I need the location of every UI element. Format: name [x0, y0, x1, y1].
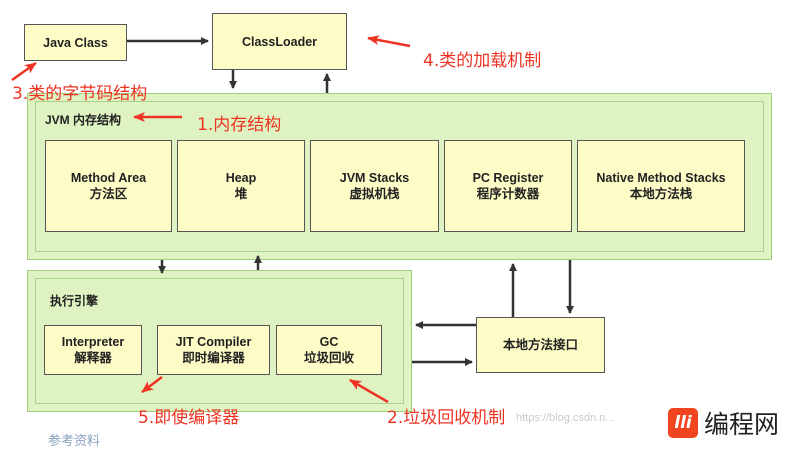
heap-box: Heap 堆	[177, 140, 305, 232]
annotation-jit: 5.即使编译器	[138, 408, 240, 428]
jvm-stacks-name: JVM Stacks	[339, 171, 410, 185]
reference-text: 参考资料	[48, 433, 101, 448]
red-arrow-class-loading	[367, 35, 411, 48]
interpreter-name: Interpreter	[61, 335, 125, 349]
red-arrow-class-bytecode	[11, 61, 37, 82]
execution-engine-title: 执行引擎	[50, 294, 99, 308]
classloader-label: ClassLoader	[241, 34, 318, 49]
native-method-stacks-box: Native Method Stacks 本地方法栈	[577, 140, 745, 232]
gc-name: GC	[319, 335, 339, 349]
java-class-label: Java Class	[43, 35, 108, 50]
red-arrow-jit	[141, 376, 163, 393]
method-area-sub: 方法区	[89, 187, 128, 201]
jvm-stacks-box: JVM Stacks 虚拟机栈	[310, 140, 439, 232]
pc-register-name: PC Register	[472, 171, 544, 185]
red-arrow-gc	[349, 378, 389, 404]
pc-register-sub: 程序计数器	[476, 187, 540, 201]
logo-badge-icon: lli	[668, 408, 698, 438]
heap-name: Heap	[225, 171, 257, 185]
execution-engine-inner	[35, 278, 404, 404]
method-area-box: Method Area 方法区	[45, 140, 172, 232]
java-class-box: Java Class	[24, 24, 127, 61]
watermark-url: https://blog.csdn.n...	[516, 412, 615, 424]
pc-register-box: PC Register 程序计数器	[444, 140, 572, 232]
interpreter-sub: 解释器	[74, 351, 112, 365]
site-logo: lli 编程网	[668, 405, 779, 441]
native-interface-box: 本地方法接口	[476, 317, 605, 373]
jit-compiler-box: JIT Compiler 即时编译器	[157, 325, 270, 375]
jvm-memory-inner	[35, 101, 764, 252]
annotation-class-bytecode: 3.类的字节码结构	[12, 84, 148, 104]
interpreter-box: Interpreter 解释器	[44, 325, 142, 375]
jit-compiler-name: JIT Compiler	[175, 335, 252, 349]
gc-box: GC 垃圾回收	[276, 325, 382, 375]
jit-compiler-sub: 即时编译器	[182, 351, 245, 365]
logo-text: 编程网	[704, 410, 780, 439]
classloader-box: ClassLoader	[212, 13, 347, 70]
annotation-class-loading: 4.类的加载机制	[423, 51, 542, 71]
native-method-stacks-name: Native Method Stacks	[596, 171, 726, 185]
annotation-memory-structure: 1.内存结构	[197, 115, 282, 135]
jvm-memory-title: JVM 内存结构	[45, 113, 122, 127]
method-area-name: Method Area	[70, 171, 147, 185]
gc-sub: 垃圾回收	[303, 351, 354, 365]
heap-sub: 堆	[234, 187, 248, 201]
native-interface-label: 本地方法接口	[502, 338, 578, 352]
annotation-gc: 2.垃圾回收机制	[387, 408, 506, 428]
native-method-stacks-sub: 本地方法栈	[629, 187, 693, 201]
jvm-stacks-sub: 虚拟机栈	[349, 187, 400, 201]
